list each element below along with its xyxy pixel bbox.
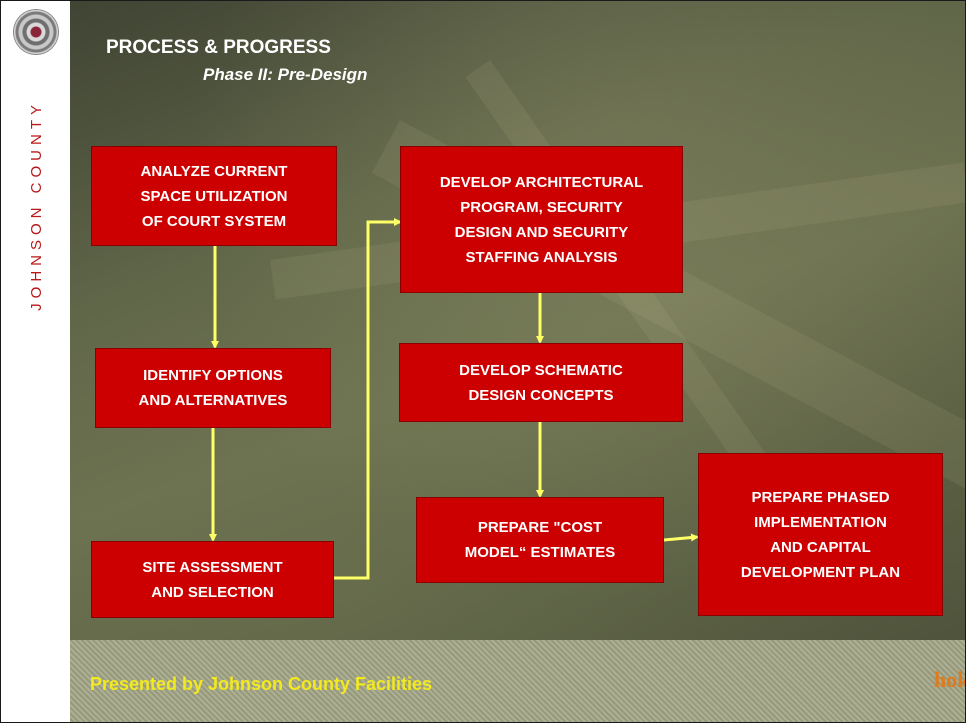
footer-band (70, 640, 966, 723)
hok-logo-icon: hok (934, 667, 966, 692)
slide-subtitle: Phase II: Pre-Design (203, 65, 368, 84)
county-seal-icon (14, 10, 58, 54)
sidebar: JOHNSON COUNTY (0, 0, 70, 723)
footer-presenter: Presented by Johnson County Facilities (90, 674, 433, 694)
slide-title: PROCESS & PROGRESS (106, 37, 331, 58)
county-name-text: JOHNSON COUNTY (27, 99, 45, 311)
county-name-vertical: JOHNSON COUNTY (17, 75, 55, 335)
